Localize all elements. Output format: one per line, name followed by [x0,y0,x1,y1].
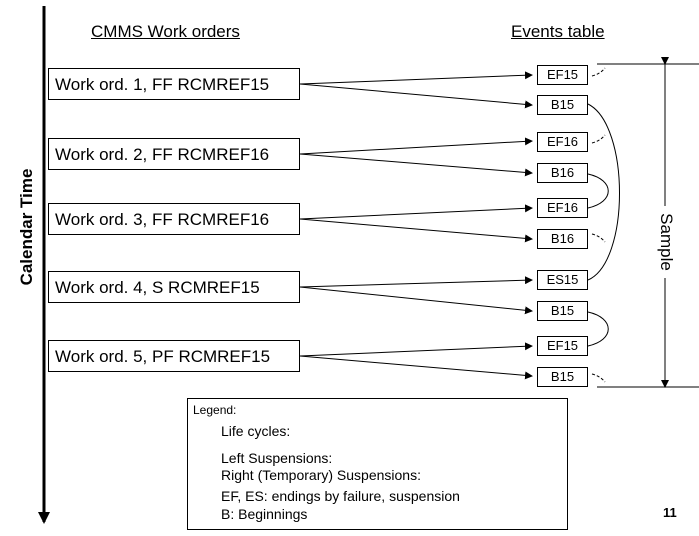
sample-bracket [597,57,699,388]
life-cycle-curves [587,103,620,347]
event-b15-3: B15 [537,367,588,387]
legend-right-suspensions: Right (Temporary) Suspensions: [221,467,421,483]
event-b15-2: B15 [537,301,588,321]
work-orders-header: CMMS Work orders [91,22,240,41]
work-order-4: Work ord. 4, S RCMREF15 [48,271,300,303]
work-order-1: Work ord. 1, FF RCMREF15 [48,68,300,100]
calendar-time-label: Calendar Time [17,168,36,286]
work-order-2: Work ord. 2, FF RCMREF16 [48,138,300,170]
right-suspension-marks [591,233,606,383]
left-suspension-marks [591,67,606,144]
legend-life-cycles: Life cycles: [221,423,291,439]
sample-label: Sample [652,206,678,278]
event-ef16-1: EF16 [537,132,588,152]
work-order-5: Work ord. 5, PF RCMREF15 [48,340,300,372]
event-b16-1: B16 [537,163,588,183]
legend-endings: EF, ES: endings by failure, suspension [221,488,460,504]
event-es15: ES15 [537,270,588,290]
event-ef15-2: EF15 [537,336,588,356]
events-table-header: Events table [511,22,605,41]
event-b15-1: B15 [537,95,588,115]
event-ef15-1: EF15 [537,65,588,85]
event-b16-2: B16 [537,229,588,249]
event-ef16-2: EF16 [537,198,588,218]
legend-box [187,398,568,530]
legend-left-suspensions: Left Suspensions: [221,450,333,466]
legend-title: Legend: [193,403,237,417]
work-order-arrows [299,71,533,380]
work-order-3: Work ord. 3, FF RCMREF16 [48,203,300,235]
page-number: 11 [663,505,677,520]
legend-beginnings: B: Beginnings [221,506,308,522]
